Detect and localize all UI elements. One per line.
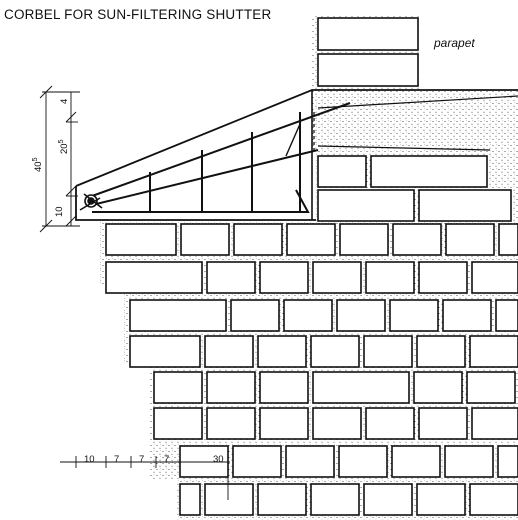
brick: [391, 445, 441, 478]
brick: [498, 223, 518, 256]
dimension-total-sup: 5: [32, 157, 39, 162]
brick: [418, 189, 512, 222]
brick: [413, 371, 463, 404]
dimension-total-value: 40: [33, 161, 44, 172]
brick: [180, 223, 230, 256]
brick: [179, 483, 201, 516]
brick: [339, 223, 389, 256]
brick: [418, 407, 468, 440]
brick: [105, 223, 177, 256]
brick: [317, 155, 367, 188]
brick: [365, 407, 415, 440]
brick: [312, 371, 410, 404]
brick: [392, 223, 442, 256]
brick: [232, 445, 282, 478]
brick: [442, 299, 492, 332]
brick: [105, 261, 203, 294]
dimension-horizontal-4: 30: [213, 454, 224, 465]
brick: [416, 335, 466, 368]
brick: [444, 445, 494, 478]
brick: [363, 335, 413, 368]
brick: [285, 445, 335, 478]
brick: [153, 407, 203, 440]
brick: [312, 407, 362, 440]
brick: [257, 335, 307, 368]
brick: [129, 299, 227, 332]
brick: [495, 299, 518, 332]
dimension-top-height: 4: [59, 98, 70, 104]
drawing-title: CORBEL FOR SUN-FILTERING SHUTTER: [4, 7, 272, 22]
brick: [310, 483, 360, 516]
dimension-horizontal-2: 7: [139, 454, 145, 465]
brick: [233, 223, 283, 256]
dimension-total-height: 405: [32, 157, 44, 172]
brick: [418, 261, 468, 294]
brick: [469, 335, 518, 368]
brick: [445, 223, 495, 256]
brick: [206, 407, 256, 440]
brick: [469, 483, 518, 516]
dimension-upper-sup: 5: [58, 139, 65, 144]
brick: [336, 299, 386, 332]
parapet-coping: [317, 17, 419, 87]
brick: [259, 371, 309, 404]
brick: [259, 407, 309, 440]
brick: [363, 483, 413, 516]
brick-courses: [105, 155, 518, 516]
brick: [497, 445, 518, 478]
brick: [310, 335, 360, 368]
brick: [206, 371, 256, 404]
dimension-horizontal-1: 7: [114, 454, 120, 465]
brick: [286, 223, 336, 256]
brick: [370, 155, 488, 188]
brick: [338, 445, 388, 478]
dimension-horizontal-3: 7: [164, 454, 170, 465]
dimension-upper-value: 20: [59, 143, 70, 154]
dimension-lines: [39, 85, 230, 500]
brick: [257, 483, 307, 516]
brick: [259, 261, 309, 294]
brick: [389, 299, 439, 332]
corbel-slab: [75, 89, 518, 221]
brick: [153, 371, 203, 404]
brick: [466, 371, 516, 404]
brick: [283, 299, 333, 332]
brick: [365, 261, 415, 294]
brick: [230, 299, 280, 332]
brick: [206, 261, 256, 294]
brick: [317, 189, 415, 222]
parapet-label: parapet: [434, 36, 475, 50]
dimension-upper-height: 205: [58, 139, 70, 154]
shutter-hinge: [79, 193, 103, 211]
brick: [204, 483, 254, 516]
brick: [471, 407, 518, 440]
reinforcement-bars: [91, 102, 351, 213]
dimension-horizontal-0: 10: [84, 454, 95, 465]
dimension-bottom-height: 10: [54, 206, 65, 217]
brick: [204, 335, 254, 368]
brick: [129, 335, 201, 368]
brick: [312, 261, 362, 294]
brick: [471, 261, 518, 294]
brick: [416, 483, 466, 516]
